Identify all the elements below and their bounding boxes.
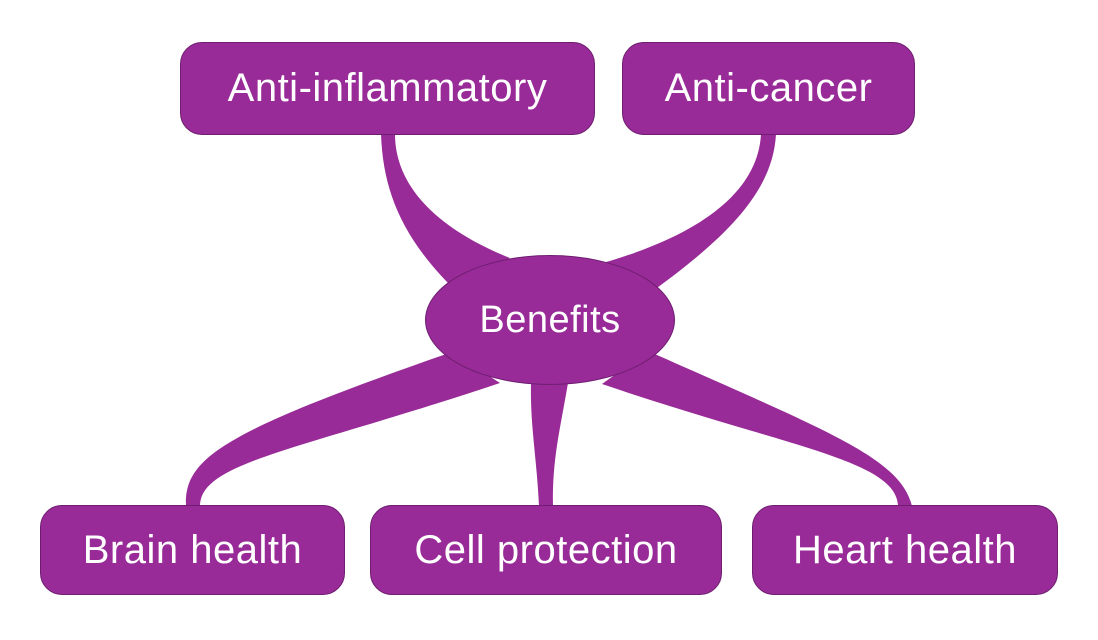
node-cell-protection: Cell protection (370, 505, 722, 595)
node-anti-inflammatory: Anti-inflammatory (180, 42, 595, 135)
connector-benefits-anti-inflammatory (381, 134, 510, 287)
connector-benefits-cell-protection (530, 383, 568, 506)
node-anti-cancer-label: Anti-cancer (664, 66, 873, 110)
connector-benefits-anti-cancer (592, 134, 776, 293)
node-benefits: Benefits (425, 255, 675, 385)
connector-benefits-brain-health (185, 352, 500, 506)
node-anti-inflammatory-label: Anti-inflammatory (227, 66, 548, 110)
node-benefits-label: Benefits (479, 298, 621, 341)
node-anti-cancer: Anti-cancer (622, 42, 915, 135)
node-cell-protection-label: Cell protection (414, 527, 678, 572)
node-brain-health-label: Brain health (82, 527, 303, 572)
node-heart-health: Heart health (752, 505, 1058, 595)
connector-benefits-heart-health (602, 351, 912, 506)
node-brain-health: Brain health (40, 505, 345, 595)
node-heart-health-label: Heart health (793, 527, 1017, 572)
